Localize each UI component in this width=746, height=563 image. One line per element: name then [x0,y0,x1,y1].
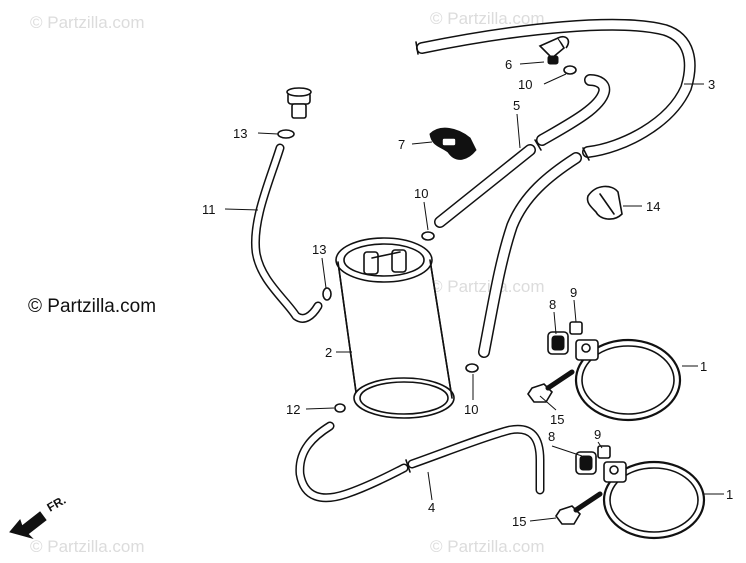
callout-7: 7 [398,137,405,152]
callout-10-low: 10 [464,402,478,417]
band-1-upper [574,338,682,422]
callout-15-lower: 15 [512,514,526,529]
collar-9-upper [569,321,583,335]
front-direction-indicator: FR. [9,493,69,539]
callout-10-top: 10 [518,77,532,92]
leader-lines [224,61,724,522]
cushion-8-upper [547,331,569,355]
callout-8-lower: 8 [548,429,555,444]
cushion-8-lower [575,451,597,475]
clamp-10-low [465,363,479,373]
callout-4: 4 [428,500,435,515]
clamp-13-top [277,129,295,139]
callout-9-upper: 9 [570,285,577,300]
callout-11: 11 [202,202,216,217]
clip-12 [334,403,346,413]
holder-7 [429,127,477,160]
clamp-10-top [563,65,577,75]
clamp-10-mid [421,231,435,241]
callout-13-mid: 13 [312,242,326,257]
front-label: FR. [45,493,69,515]
bolt-15-upper [527,369,575,403]
watermark-top-left: © Partzilla.com [30,13,145,32]
callout-3: 3 [708,77,715,92]
watermark-main: © Partzilla.com [28,296,156,317]
callout-13-top: 13 [233,126,247,141]
collar-9-lower [597,445,611,459]
callout-6: 6 [505,57,512,72]
callout-2: 2 [325,345,332,360]
watermark-bottom-left: © Partzilla.com [30,537,145,556]
callout-10-mid: 10 [414,186,428,201]
clip-14 [586,185,623,220]
hose-4 [295,421,545,503]
callout-1-lower: 1 [726,487,733,502]
callout-15-upper: 15 [550,412,564,427]
hose-11 [250,143,323,323]
callout-1-upper: 1 [700,359,707,374]
canister-2 [335,237,455,419]
clamp-13-mid [322,287,332,301]
callout-5: 5 [513,98,520,113]
callout-9-lower: 9 [594,427,601,442]
callout-8-upper: 8 [549,297,556,312]
filter-cap [286,87,312,119]
watermark-mid-center: © Partzilla.com [430,277,545,296]
band-1-lower [602,460,706,540]
elbow-fitting-6 [538,35,570,65]
watermark-top-center: © Partzilla.com [430,9,545,28]
callout-12: 12 [286,402,300,417]
hose-3 [415,18,696,358]
watermark-bottom-center: © Partzilla.com [430,537,545,556]
callout-14: 14 [646,199,660,214]
bolt-15-lower [555,491,603,525]
hose-5 [434,74,611,228]
